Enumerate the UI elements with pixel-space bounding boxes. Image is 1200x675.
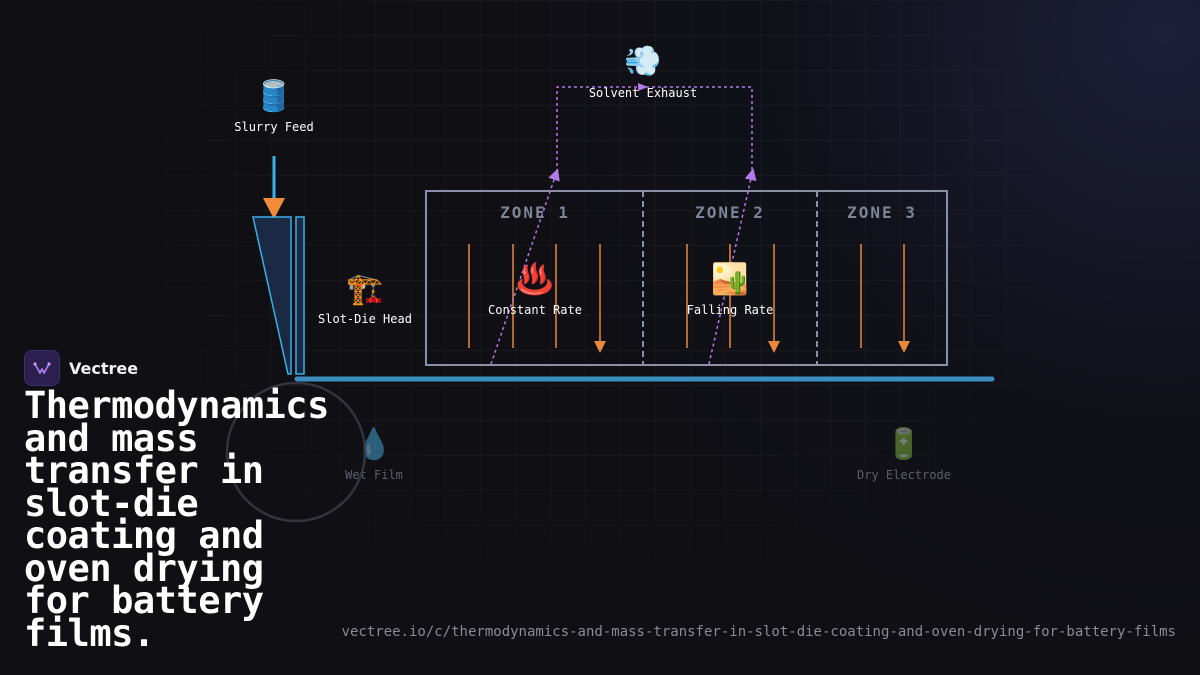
exhaust-path-zone2: [708, 168, 757, 365]
falling-rate-icon: 🏜️: [711, 261, 748, 297]
solvent-exhaust-icon: 💨: [624, 44, 661, 79]
brand-name: Vectree: [69, 358, 139, 378]
exhaust-duct-arrowhead: [638, 83, 648, 91]
page-url[interactable]: vectree.io/c/thermodynamics-and-mass-tra…: [341, 624, 1176, 640]
slot-die-head-icon: 🏗️: [346, 272, 383, 307]
solvent-exhaust-label: Solvent Exhaust: [589, 86, 697, 100]
slot-die-lip: [295, 216, 305, 375]
decorative-circle: [225, 381, 367, 523]
vectree-logo-icon: [24, 350, 60, 386]
slot-die-head-label: Slot-Die Head: [318, 312, 412, 326]
slurry-feed-label: Slurry Feed: [234, 120, 313, 134]
slurry-feed-icon: 🛢️: [255, 78, 292, 114]
brand: Vectree: [24, 350, 138, 386]
zone-3-label: ZONE 3: [847, 203, 917, 222]
dry-electrode-label: Dry Electrode: [857, 468, 951, 482]
zone-2-label: ZONE 2: [695, 203, 765, 222]
falling-rate-label: Falling Rate: [687, 303, 774, 317]
page-title: Thermodynamics and mass transfer in slot…: [24, 384, 329, 655]
exhaust-duct: [556, 86, 753, 178]
oven-box: [425, 190, 948, 366]
wet-film-label: Wet Film: [345, 468, 403, 482]
feed-arrowhead: [263, 198, 285, 219]
constant-rate-label: Constant Rate: [488, 303, 582, 317]
dry-electrode-icon: 🔋: [885, 426, 922, 462]
constant-rate-icon: ♨️: [516, 261, 553, 297]
zone-1-label: ZONE 1: [500, 203, 570, 222]
slot-die-body: [252, 216, 292, 375]
